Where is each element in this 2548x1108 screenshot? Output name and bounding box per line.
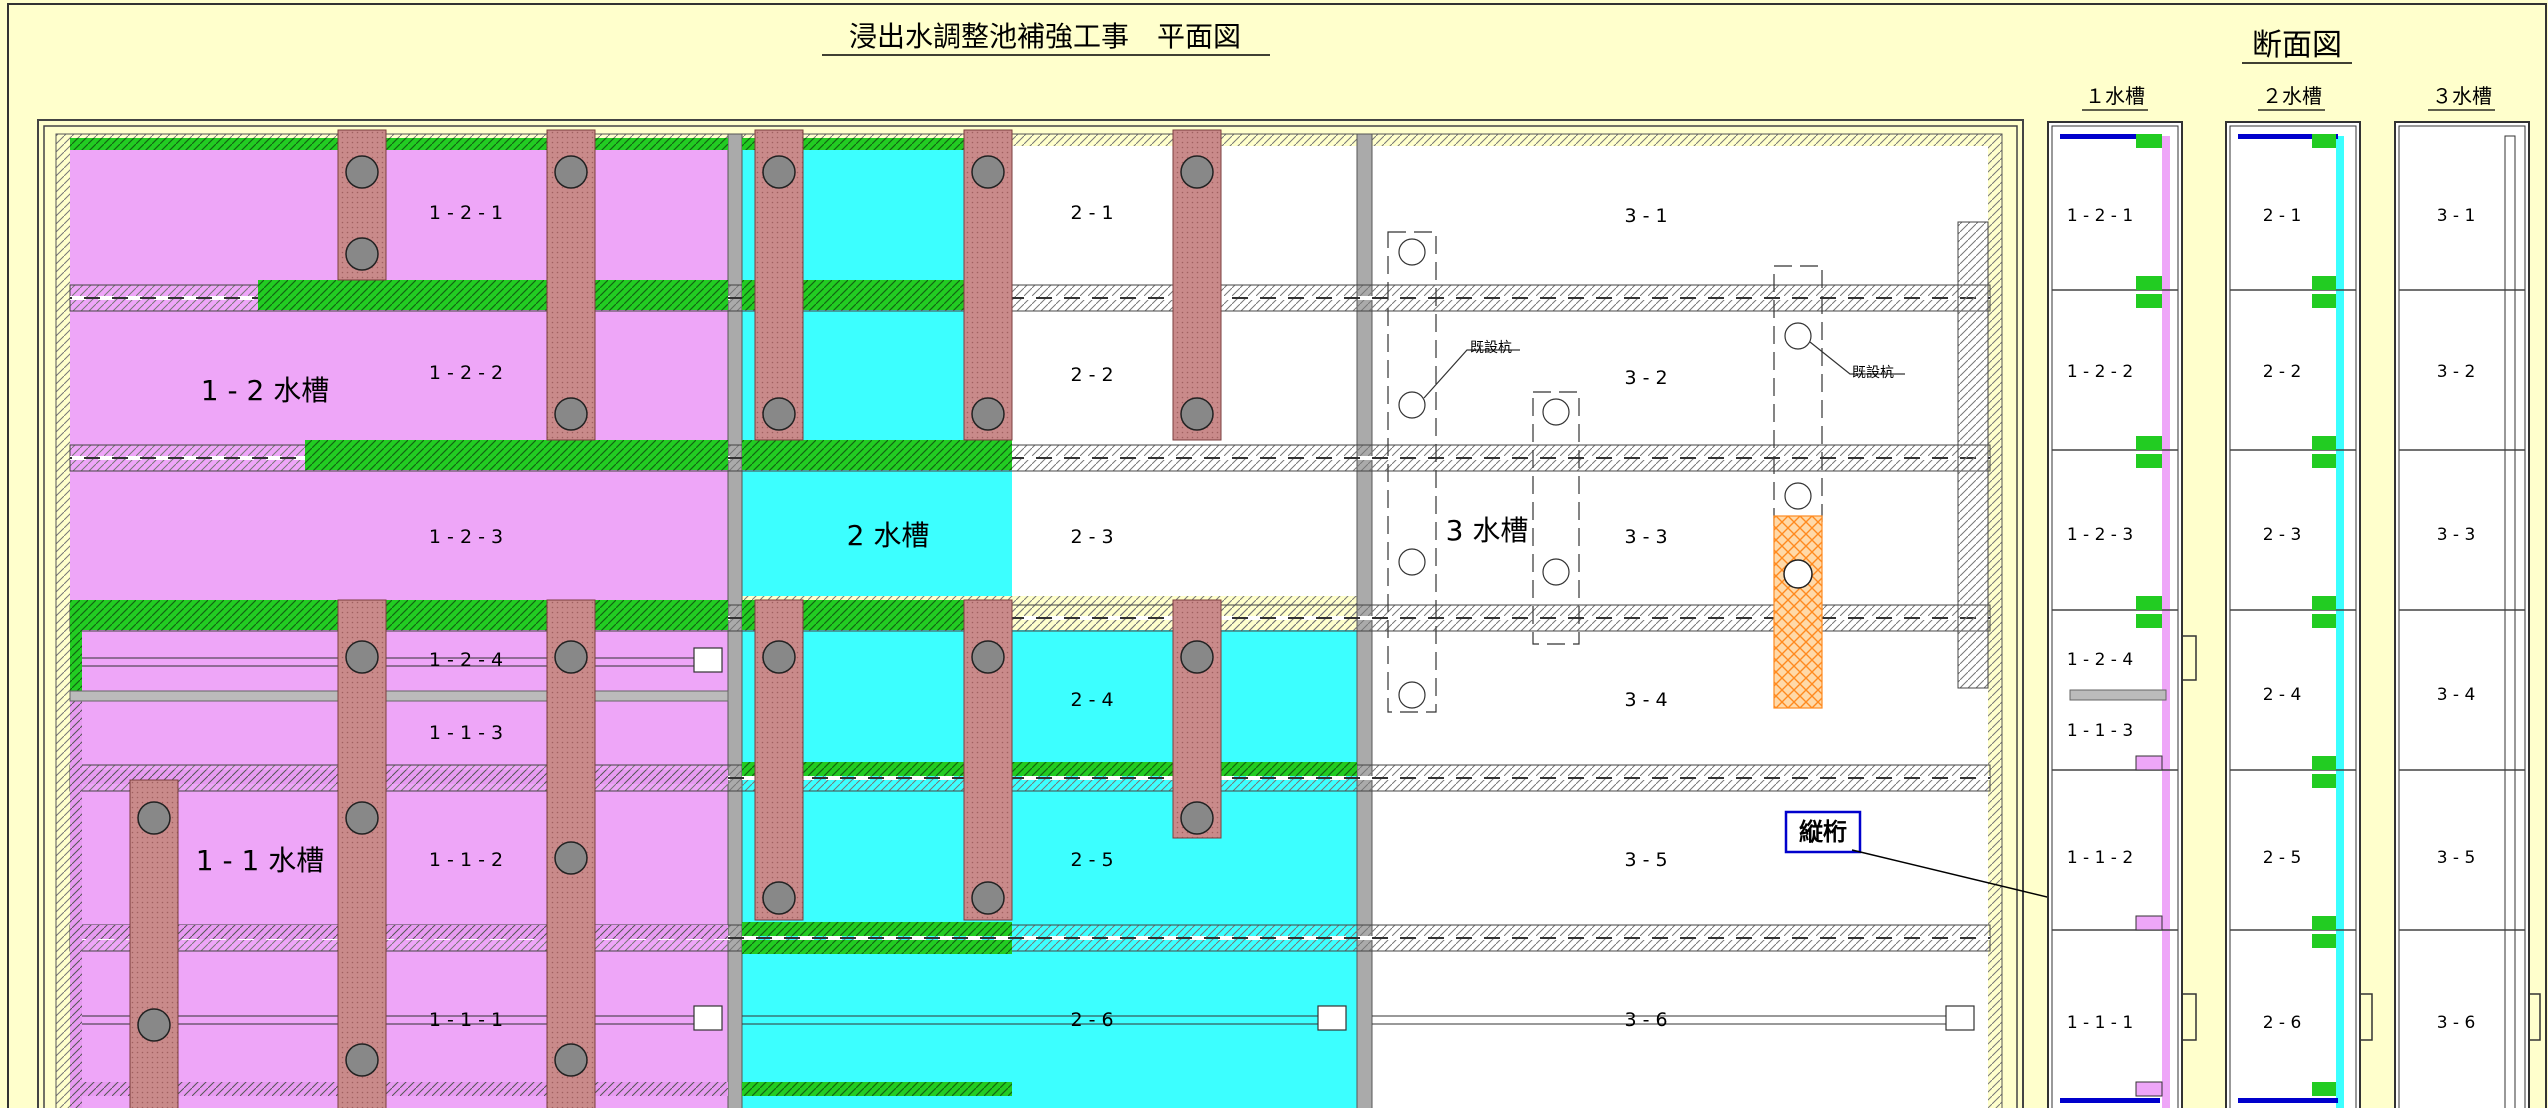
existing-pile-label-1: 既設杭 xyxy=(1470,340,1512,356)
section-cell-label: 2 - 2 xyxy=(2263,362,2302,382)
section-title: 断面図 xyxy=(2252,28,2342,63)
section-cell-label: 3 - 3 xyxy=(2437,525,2476,545)
section-cell-label: 3 - 2 xyxy=(2437,362,2476,382)
section-cell-label: 2 - 3 xyxy=(2263,525,2302,545)
plan-cell-label: 3 - 1 xyxy=(1624,205,1667,227)
plan-cell-label: 2 - 1 xyxy=(1070,202,1113,224)
plan-title: 浸出水調整池補強工事 平面図 xyxy=(849,20,1241,53)
section-cell-label: 1 - 2 - 4 xyxy=(2067,650,2133,670)
plan-cell-label: 2 - 5 xyxy=(1070,849,1113,871)
plan-cell-label: 3 - 3 xyxy=(1624,526,1667,548)
plan-cell-label: 2 - 2 xyxy=(1070,364,1113,386)
plan-cell-label: 3 - 4 xyxy=(1624,689,1667,711)
section-cell-label: 1 - 1 - 1 xyxy=(2067,1013,2133,1033)
column-piles xyxy=(137,155,1214,1077)
section-cell-label: 1 - 1 - 3 xyxy=(2067,721,2133,741)
section-cell-label: 3 - 6 xyxy=(2437,1013,2476,1033)
existing-pile-label-2: 既設杭 xyxy=(1852,365,1894,381)
section-views: １水槽 ２水槽 ３水槽 xyxy=(2047,84,2541,1108)
plan-cell-label: 3 - 2 xyxy=(1624,367,1667,389)
plan-cell-labels: 1 - 2 - 1 1 - 2 - 2 1 - 2 - 3 1 - 2 - 4 … xyxy=(429,202,1668,1031)
section-1-title: １水槽 xyxy=(2085,84,2145,108)
columns xyxy=(129,129,1222,1108)
section-cell-label: 2 - 1 xyxy=(2263,206,2302,226)
section-cell-label: 3 - 1 xyxy=(2437,206,2476,226)
plan-cell-label: 1 - 2 - 3 xyxy=(429,526,503,548)
section-cell-label: 2 - 4 xyxy=(2263,685,2302,705)
plan-cell-label: 1 - 2 - 4 xyxy=(429,649,503,671)
section-cell-label: 3 - 5 xyxy=(2437,848,2476,868)
plan-cell-label: 1 - 1 - 1 xyxy=(429,1009,503,1031)
plan-cell-label: 3 - 5 xyxy=(1624,849,1667,871)
sheet-border xyxy=(7,3,2547,1108)
section-cell-label: 1 - 2 - 3 xyxy=(2067,525,2133,545)
orange-reinforcement xyxy=(1773,515,1823,709)
section-cell-label: 2 - 5 xyxy=(2263,848,2302,868)
plan-cell-label: 1 - 1 - 3 xyxy=(429,722,503,744)
section-cell-labels: 1 - 2 - 1 1 - 2 - 2 1 - 2 - 3 1 - 2 - 4 … xyxy=(2067,206,2475,1033)
existing-piles xyxy=(1387,231,1905,713)
plan-cell-label: 2 - 6 xyxy=(1070,1009,1113,1031)
section-cell-label: 1 - 1 - 2 xyxy=(2067,848,2133,868)
girder-box xyxy=(1784,810,1862,854)
tank-label-1-1: 1 - 1 水槽 xyxy=(196,844,324,877)
girder-label: 縦桁 xyxy=(1799,818,1847,846)
plan-cell-label: 1 - 1 - 2 xyxy=(429,849,503,871)
plan-view xyxy=(37,119,2024,1108)
plan-cell-label: 1 - 2 - 2 xyxy=(429,362,503,384)
tank-label-2: 2 水槽 xyxy=(847,519,930,552)
plan-cell-label: 2 - 3 xyxy=(1070,526,1113,548)
plan-cell-label: 2 - 4 xyxy=(1070,689,1113,711)
section-cell-label: 3 - 4 xyxy=(2437,685,2476,705)
tank-label-1-2: 1 - 2 水槽 xyxy=(201,374,329,407)
plan-cell-label: 1 - 2 - 1 xyxy=(429,202,503,224)
section-2-title: ２水槽 xyxy=(2262,84,2322,108)
section-cell-label: 2 - 6 xyxy=(2263,1013,2302,1033)
plan-cell-label: 3 - 6 xyxy=(1624,1009,1667,1031)
section-cell-label: 1 - 2 - 1 xyxy=(2067,206,2133,226)
tank-label-3: 3 水槽 xyxy=(1446,514,1529,547)
section-3-title: ３水槽 xyxy=(2432,84,2492,108)
section-cell-label: 1 - 2 - 2 xyxy=(2067,362,2133,382)
